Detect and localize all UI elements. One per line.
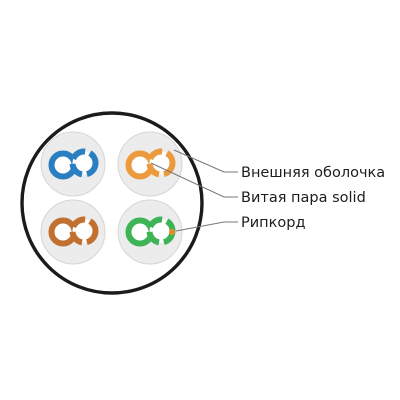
leader-line-outer-jacket: [173, 149, 238, 173]
pair-brown: [40, 199, 106, 265]
outer-jacket: [20, 111, 204, 295]
leader-line-twisted-pair: [150, 162, 238, 198]
pair-blue-striped-conductor: [69, 148, 99, 178]
label-ripcord: Рипкорд: [241, 215, 306, 231]
pair-brown-striped-conductor: [69, 216, 99, 246]
pair-green: [117, 199, 183, 265]
label-twisted-pair: Витая пара solid: [241, 190, 366, 206]
pair-blue: [40, 131, 106, 197]
ripcord-marker: [169, 229, 175, 235]
leader-line-ripcord: [175, 221, 238, 232]
label-outer-jacket: Внешняя оболочка: [241, 165, 385, 181]
pair-green-striped-conductor: [146, 216, 176, 246]
pair-orange: [117, 131, 183, 197]
pair-orange-striped-conductor: [146, 148, 176, 178]
